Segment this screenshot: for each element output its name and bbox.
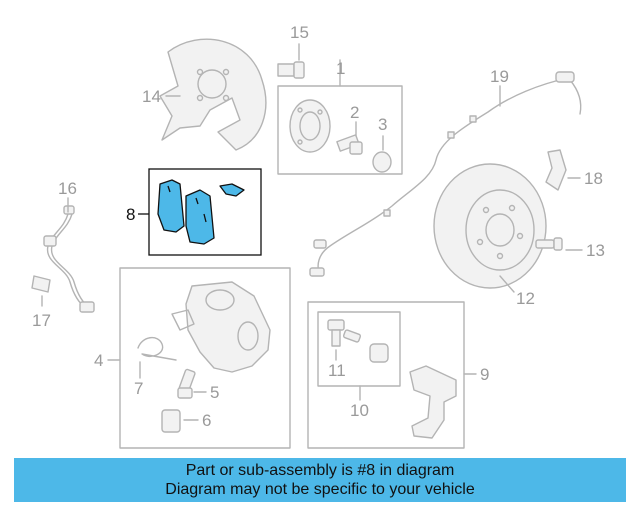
callout-5: 5 bbox=[210, 383, 219, 402]
info-banner: Part or sub-assembly is #8 in diagram Di… bbox=[14, 458, 626, 502]
bolt-part-15[interactable] bbox=[277, 61, 305, 79]
brake-hose-part-16[interactable] bbox=[43, 205, 95, 313]
callout-16: 16 bbox=[58, 179, 77, 198]
splash-shield-part[interactable] bbox=[159, 38, 267, 151]
callout-15: 15 bbox=[290, 23, 309, 42]
callout-9: 9 bbox=[480, 365, 489, 384]
callout-1: 1 bbox=[336, 59, 345, 78]
guide-pin-box bbox=[317, 311, 401, 387]
wheel-hub-part[interactable] bbox=[289, 99, 331, 153]
callout-2: 2 bbox=[350, 103, 359, 122]
banner-line-2: Diagram may not be specific to your vehi… bbox=[165, 481, 475, 498]
clip-part-17[interactable] bbox=[31, 275, 51, 293]
caliper-bracket-part[interactable] bbox=[409, 365, 457, 439]
callout-3: 3 bbox=[378, 115, 387, 134]
bleeder-valve-part-5[interactable] bbox=[177, 368, 196, 399]
abs-cable-part-19[interactable] bbox=[309, 71, 582, 277]
callout-18: 18 bbox=[584, 169, 603, 188]
callout-19: 19 bbox=[490, 67, 509, 86]
callout-14: 14 bbox=[142, 87, 161, 106]
hub-bolt-part-2[interactable] bbox=[336, 134, 363, 155]
caliper-spring-part-7[interactable] bbox=[137, 337, 177, 361]
bracket-group-box bbox=[307, 301, 465, 449]
brake-pad-part-8[interactable] bbox=[157, 179, 245, 245]
brake-caliper-part[interactable] bbox=[171, 281, 271, 373]
banner-line-1: Part or sub-assembly is #8 in diagram bbox=[185, 462, 455, 479]
guide-pin-part-11[interactable] bbox=[327, 319, 362, 347]
callout-17: 17 bbox=[32, 311, 51, 330]
callout-7: 7 bbox=[134, 379, 143, 398]
callout-6: 6 bbox=[202, 411, 211, 430]
brake-pad-box bbox=[148, 168, 262, 256]
rotor-screw-part-13[interactable] bbox=[535, 237, 563, 251]
brake-rotor-part-12[interactable] bbox=[433, 163, 547, 289]
callout-12: 12 bbox=[516, 289, 535, 308]
callout-8: 8 bbox=[126, 205, 135, 224]
guide-boot-part[interactable] bbox=[369, 343, 389, 363]
dust-cap-part-6[interactable] bbox=[161, 409, 181, 433]
caliper-group-box bbox=[119, 267, 291, 449]
callout-4: 4 bbox=[94, 351, 103, 370]
callout-11: 11 bbox=[328, 361, 346, 380]
speed-sensor-part-18[interactable] bbox=[545, 149, 567, 191]
callout-13: 13 bbox=[586, 241, 605, 260]
callout-10: 10 bbox=[350, 401, 369, 420]
cap-part-3[interactable] bbox=[372, 151, 392, 173]
